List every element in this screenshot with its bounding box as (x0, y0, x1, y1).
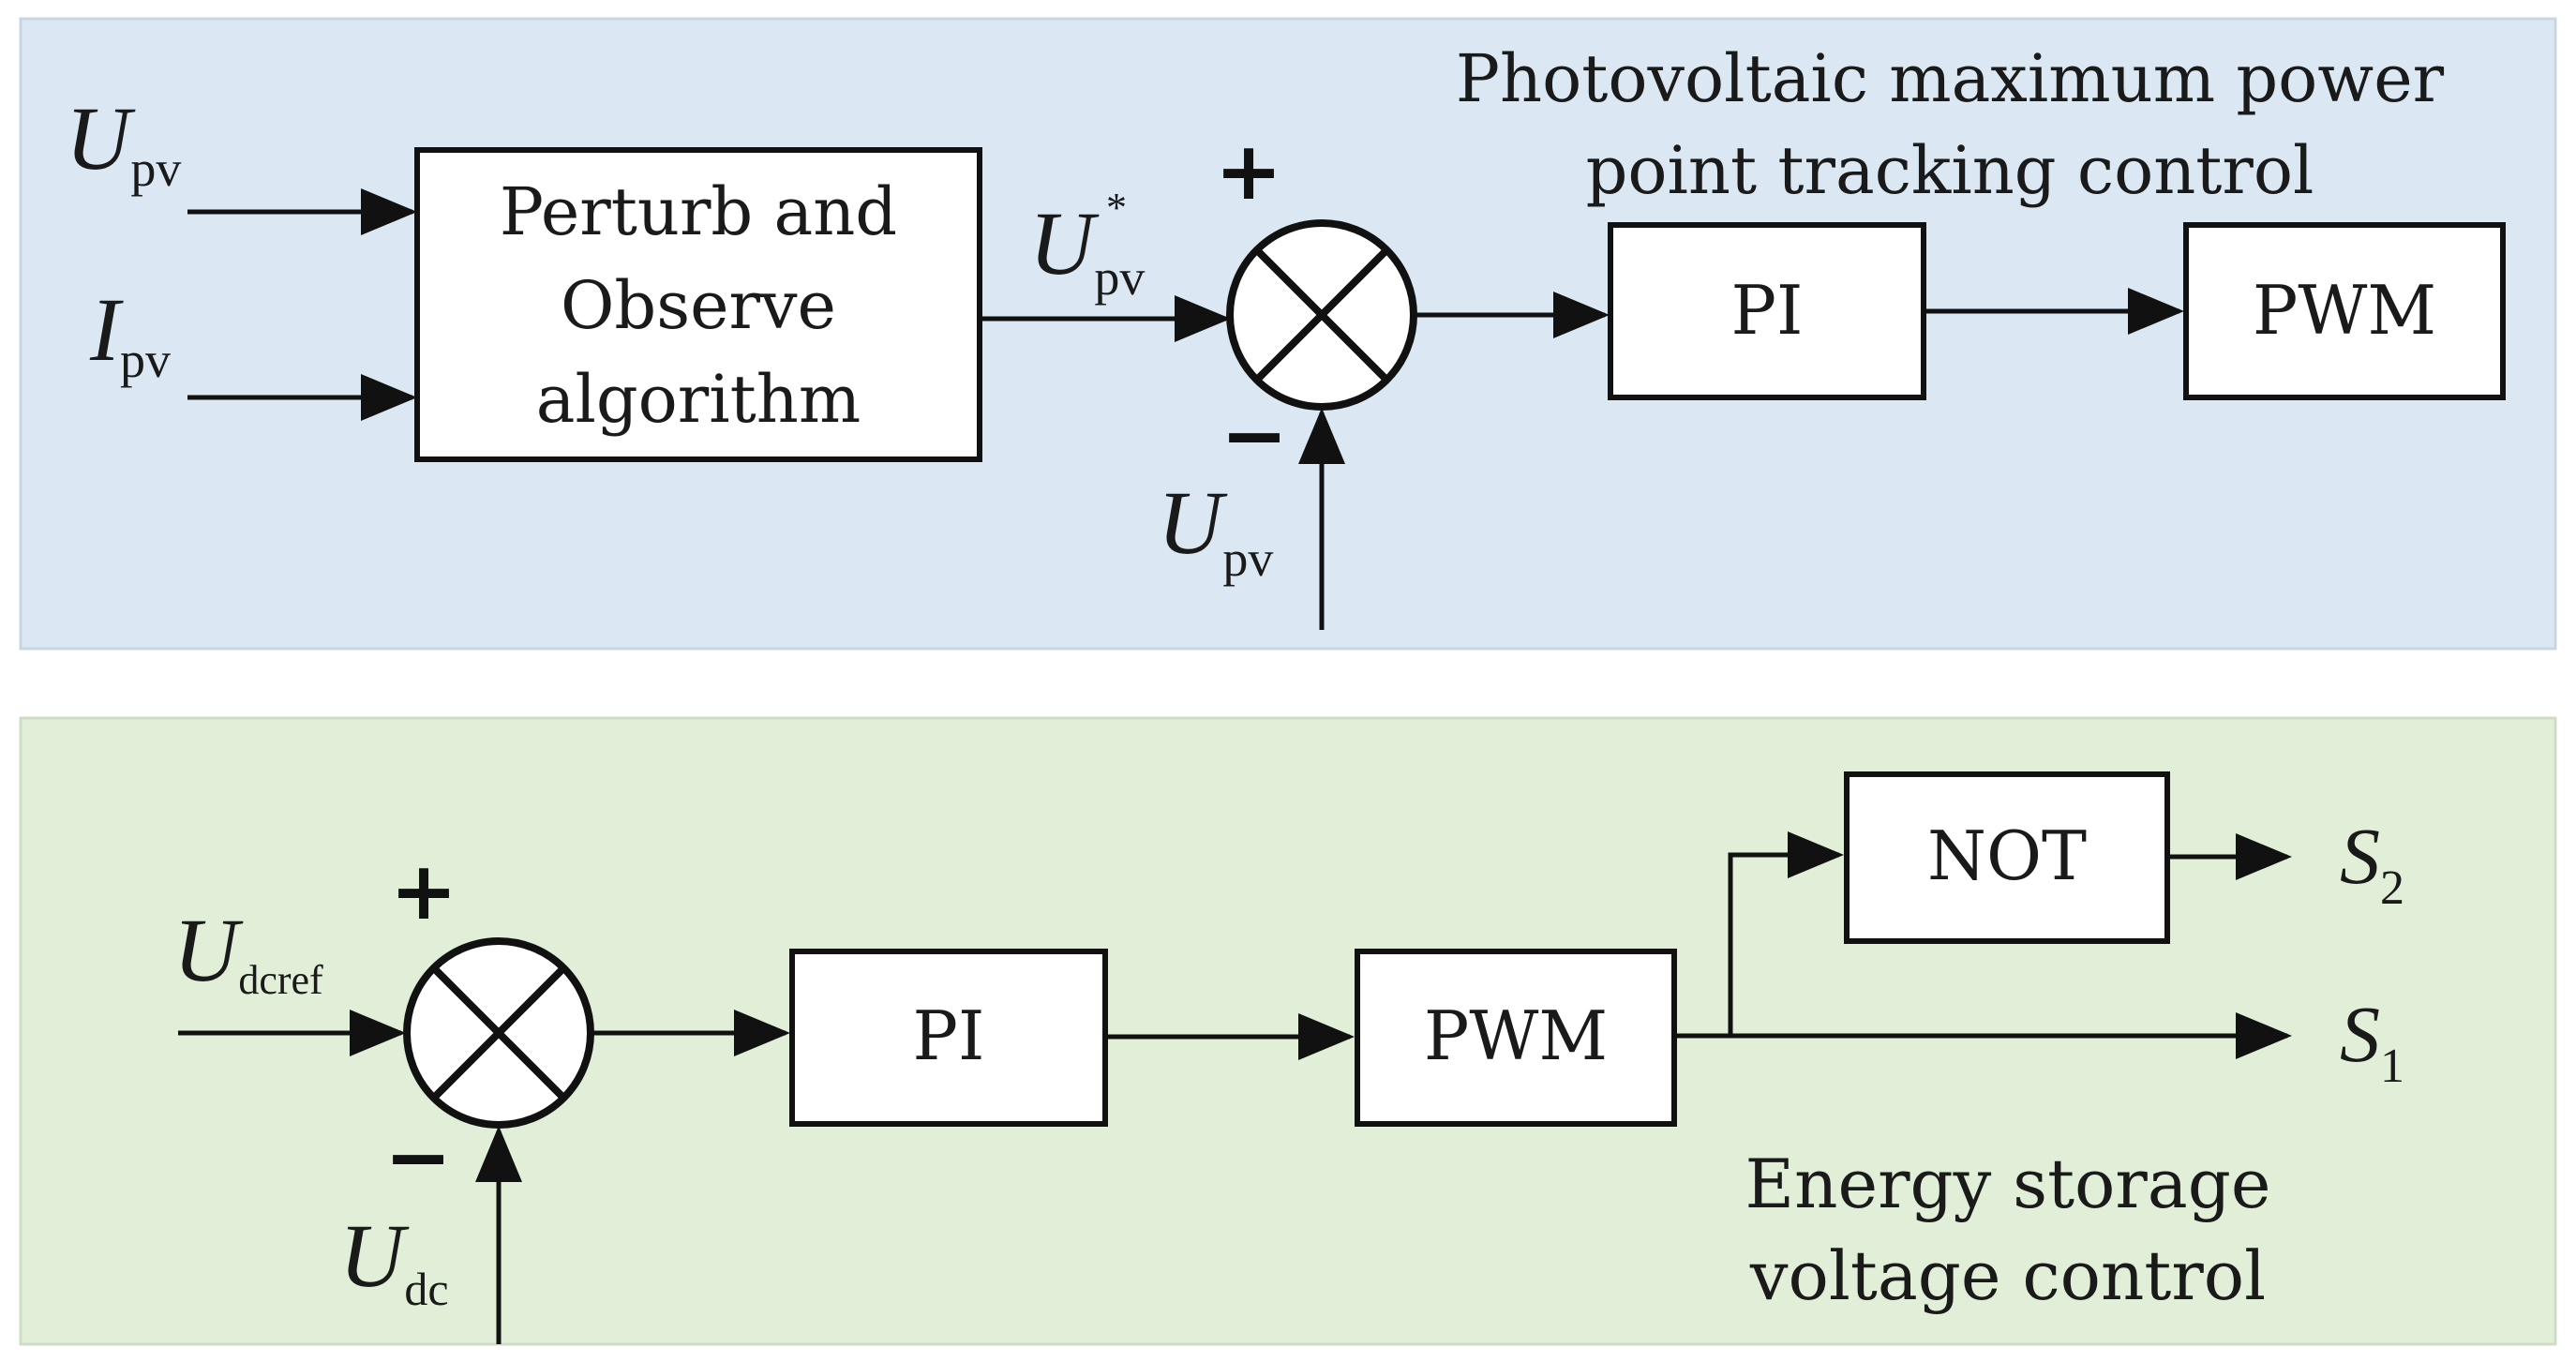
po-line1: Perturb and (500, 173, 897, 250)
output-s2-label: S2 (2340, 811, 2404, 915)
mppt-caption-line1: Photovoltaic maximum power (1456, 40, 2445, 117)
ref-upv-star-superscript: * (1106, 185, 1127, 231)
perturb-observe-block: Perturb and Observe algorithm (414, 147, 982, 462)
storage-pi-block: PI (789, 949, 1108, 1127)
storage-pwm-label: PWM (1424, 996, 1608, 1075)
not-gate-label: NOT (1927, 816, 2087, 895)
storage-caption-line2: voltage control (1749, 1236, 2266, 1315)
storage-sum-plus-sign: + (390, 845, 457, 938)
storage-sum-minus-sign: − (384, 1111, 452, 1205)
po-line2: Observe (561, 267, 836, 344)
mppt-sum-plus-sign: + (1215, 125, 1282, 218)
feedback-udc-label: Udc (339, 1205, 449, 1315)
mppt-pwm-label: PWM (2253, 271, 2436, 350)
input-upv-label: Upv (66, 88, 181, 197)
mppt-pi-block: PI (1608, 222, 1926, 400)
mppt-sum-minus-sign: − (1221, 389, 1288, 483)
input-ipv-label: Ipv (89, 279, 171, 388)
ref-udcref-label: Udcref (173, 900, 323, 1003)
storage-pi-label: PI (913, 996, 985, 1075)
po-line3: algorithm (536, 361, 861, 438)
mppt-caption-line2: point tracking control (1586, 132, 2314, 209)
storage-pwm-block: PWM (1355, 949, 1677, 1127)
mppt-control-panel: Photovoltaic maximum power point trackin… (19, 17, 2557, 651)
ref-upv-star-label: Upv (1029, 193, 1145, 306)
mppt-summing-junction (1226, 219, 1417, 411)
mppt-pwm-block: PWM (2183, 222, 2506, 400)
pwm-to-not-branch (1728, 831, 1844, 1036)
storage-caption-line1: Energy storage (1745, 1145, 2271, 1223)
storage-summing-junction (403, 937, 594, 1129)
not-gate-block: NOT (1844, 771, 2170, 944)
output-s1-label: S1 (2340, 989, 2404, 1093)
mppt-pi-label: PI (1731, 271, 1804, 350)
energy-storage-panel: Udcref + − Udc PI PWM (19, 716, 2557, 1346)
feedback-upv-label: Upv (1158, 472, 1273, 587)
